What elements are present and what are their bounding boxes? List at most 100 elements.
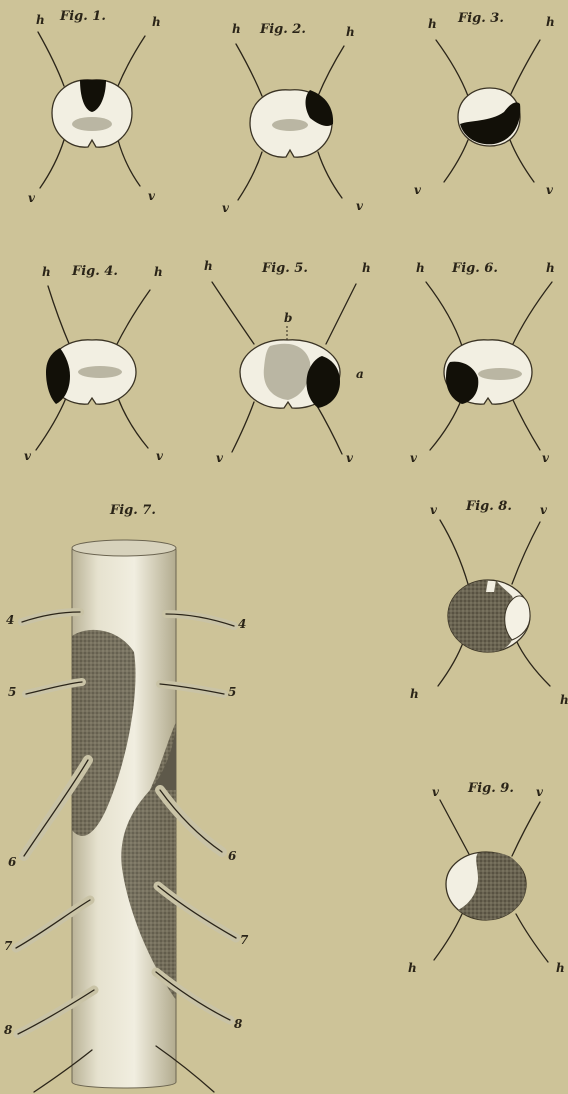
figure-5-label-top-right: h [362, 261, 371, 275]
figure-1-label-top-right: h [152, 15, 161, 29]
figure-8-caption: Fig. 8. [465, 499, 512, 514]
figure-4-label-top-right: h [154, 265, 163, 279]
figure-1-grey-matter [72, 117, 112, 131]
figure-4-label-bottom-left: v [24, 449, 32, 463]
figure-3-label-bottom-left: v [414, 183, 422, 197]
figure-1-label-bottom-right: v [148, 189, 156, 203]
figure-7-label-root-6-left: 6 [8, 855, 17, 869]
figure-2-label-top-right: h [346, 25, 355, 39]
figure-6-label-top-right: h [546, 261, 555, 275]
figure-3-label-top-right: h [546, 15, 555, 29]
figure-1-nerve-root [118, 36, 145, 86]
figure-9-label-top-right: v [536, 785, 544, 799]
figure-4: Fig. 4. h h v v [24, 264, 164, 463]
figure-7-caption: Fig. 7. [109, 503, 156, 518]
figure-3-caption: Fig. 3. [457, 11, 504, 26]
figure-7-label-root-5-left: 5 [8, 685, 16, 699]
figure-6: Fig. 6. h h v v [410, 261, 555, 465]
figure-6-label-bottom-right: v [542, 451, 550, 465]
figure-1-nerve-root [38, 32, 64, 86]
figure-2: Fig. 2. h h v v [222, 22, 364, 215]
figure-8-nerve-root [516, 640, 550, 686]
figure-7-label-root-4-left: 4 [6, 613, 14, 627]
figure-4-label-bottom-right: v [156, 449, 164, 463]
figure-8-nerve-root [438, 640, 464, 686]
figure-3-nerve-root [444, 140, 468, 182]
figure-4-caption: Fig. 4. [71, 264, 118, 279]
figure-1-nerve-root [118, 140, 140, 186]
figure-8-nerve-root [512, 522, 540, 584]
figure-9-label-bottom-left: h [408, 961, 417, 975]
figure-9-label-bottom-right: h [556, 961, 565, 975]
figure-9: Fig. 9. v v h h [408, 781, 565, 975]
figure-8-label-bottom-right: h [560, 693, 568, 707]
figure-5-nerve-root [212, 282, 254, 344]
figure-8-label-top-left: v [430, 503, 438, 517]
figure-9-nerve-root [516, 914, 548, 962]
figure-1-caption: Fig. 1. [59, 9, 106, 24]
figure-4-nerve-root [36, 398, 66, 450]
figure-6-grey-matter [478, 368, 522, 380]
figure-2-nerve-root [236, 44, 262, 96]
figure-2-label-bottom-right: v [356, 199, 364, 213]
figure-7-root [22, 612, 80, 622]
figure-9-nerve-root [512, 802, 540, 856]
figure-3-label-bottom-right: v [546, 183, 554, 197]
figure-7-label-root-4-right: 4 [238, 617, 246, 631]
figure-5-marker-b: b [284, 311, 292, 325]
figure-6-label-top-left: h [416, 261, 425, 275]
figure-9-label-top-left: v [432, 785, 440, 799]
figure-4-nerve-root [48, 286, 70, 346]
figure-5-label-bottom-right: v [346, 451, 354, 465]
figure-1: Fig. 1. h h v v [28, 9, 161, 205]
figure-7-cord-top [72, 540, 176, 556]
figure-3-nerve-root [510, 140, 534, 182]
figure-3: Fig. 3. h h v v [414, 11, 555, 197]
figure-5-label-top-left: h [204, 259, 213, 273]
figure-7-label-root-7-left: 7 [4, 939, 13, 953]
figure-6-nerve-root [512, 398, 540, 450]
figure-6-caption: Fig. 6. [451, 261, 498, 276]
figure-6-nerve-root [512, 282, 552, 346]
figure-4-label-top-left: h [42, 265, 51, 279]
figure-3-label-top-left: h [428, 17, 437, 31]
figure-2-nerve-root [318, 152, 342, 198]
figure-9-nerve-root [440, 800, 470, 856]
figure-2-nerve-root [318, 46, 344, 96]
figure-5-marker-a: a [356, 367, 364, 381]
figure-5-nerve-root [316, 404, 342, 454]
figure-8-nerve-root [440, 520, 468, 584]
figure-4-nerve-root [118, 398, 148, 448]
figure-2-nerve-root [238, 152, 262, 200]
figure-7-label-root-8-left: 8 [4, 1023, 13, 1037]
figure-1-label-top-left: h [36, 13, 45, 27]
figure-9-nerve-root [434, 914, 462, 960]
figure-4-grey-matter [78, 366, 122, 378]
figure-7-label-root-5-right: 5 [228, 685, 236, 699]
figure-7-label-root-7-right: 7 [240, 933, 249, 947]
figure-5-caption: Fig. 5. [261, 261, 308, 276]
figure-9-caption: Fig. 9. [467, 781, 514, 796]
figure-5-label-bottom-left: v [216, 451, 224, 465]
figure-5: Fig. 5. h h v v b a [204, 259, 371, 465]
figure-1-label-bottom-left: v [28, 191, 36, 205]
figure-8: Fig. 8. v v h h [410, 499, 568, 707]
figure-8-lesion [448, 580, 514, 652]
figure-3-nerve-root [510, 40, 540, 96]
figure-2-caption: Fig. 2. [259, 22, 306, 37]
figure-2-label-top-left: h [232, 22, 241, 36]
figure-8-label-bottom-left: h [410, 687, 419, 701]
figure-5-nerve-root [232, 402, 254, 452]
figure-2-grey-matter [272, 119, 308, 131]
figure-8-label-top-right: v [540, 503, 548, 517]
figure-2-label-bottom-left: v [222, 201, 230, 215]
figure-5-nerve-root [326, 284, 356, 344]
figure-6-nerve-root [426, 282, 462, 346]
figure-4-nerve-root [116, 290, 150, 346]
figure-1-nerve-root [40, 140, 64, 188]
figure-3-nerve-root [436, 40, 468, 96]
figure-6-label-bottom-left: v [410, 451, 418, 465]
figure-7: Fig. 7. 4 4 5 5 6 [4, 503, 249, 1092]
figure-6-nerve-root [430, 398, 462, 450]
